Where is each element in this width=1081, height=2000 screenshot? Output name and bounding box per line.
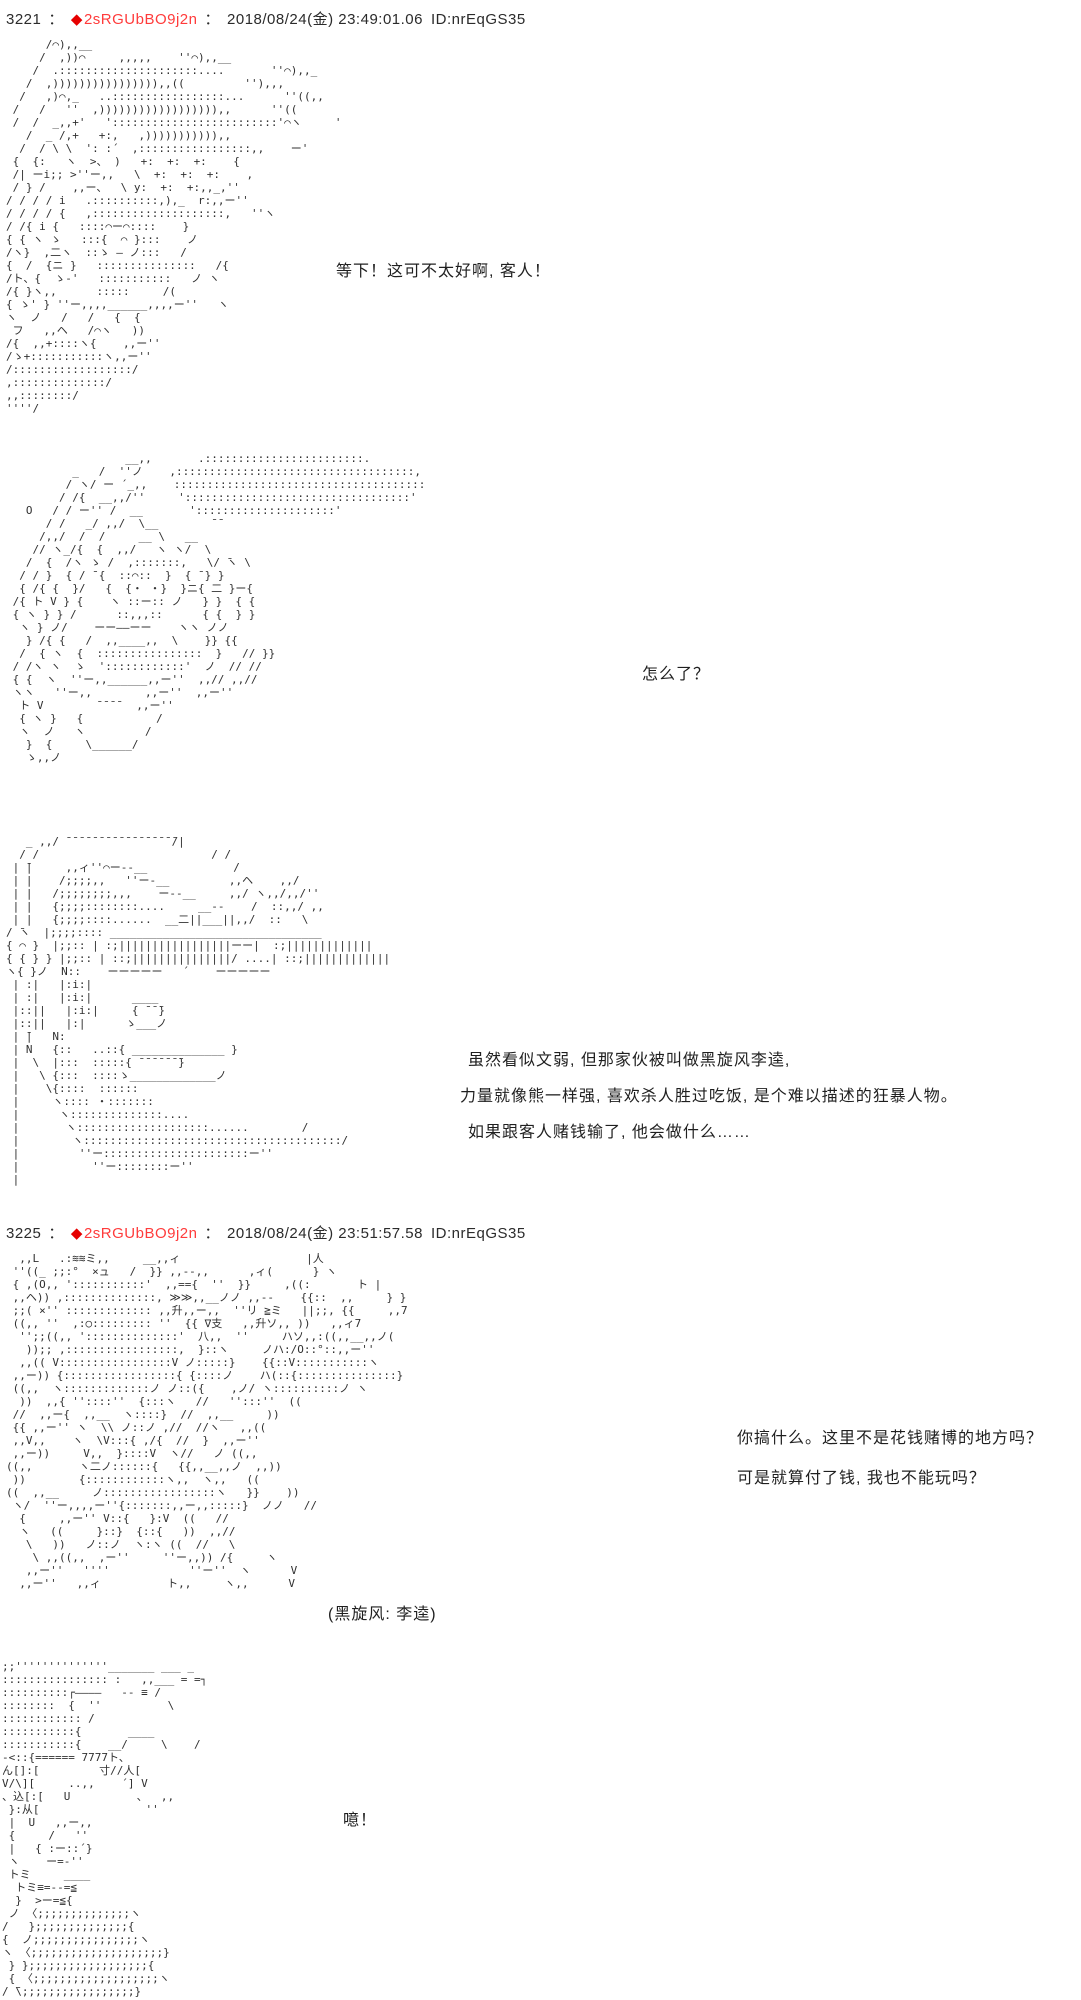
speech-wait-guest: 等下！这可不太好啊, 客人！ [336,263,551,280]
ascii-art-bottom-figure: ;;''''''''''''''_______ ___ _ ::::::::::… [2,1660,208,1998]
narration-line-2: 力量就像熊一样强, 喜欢杀人胜过吃饭, 是个难以描述的狂暴人物。 [460,1088,958,1105]
speech-yi: 噫！ [343,1812,378,1829]
ascii-art-sunglasses-man: _ ,,/ ̄ ̄ ̄ ̄ ̄ ̄ ̄ ̄ ̄ ̄ ̄ ̄ ̄ ̄ ̄ ̄ ̄/… [6,835,391,1186]
header-separator: ： [48,11,64,28]
speech-whats-wrong: 怎么了？ [642,666,711,683]
post-number[interactable]: 3221 [6,11,42,28]
speech-gambling-line-2: 可是就算付了钱, 我也不能玩吗？ [737,1470,986,1487]
diamond-icon: ◆ [70,1225,83,1242]
post-id: ID:nrEqGS35 [431,11,526,28]
post-datetime: 2018/08/24(金) 23:49:01.06 [227,11,423,28]
post-header-3225: 3225 ： ◆2sRGUbBO9j2n ： 2018/08/24(金) 23:51:5… [6,1222,526,1243]
post-header-3221: 3221 ： ◆2sRGUbBO9j2n ： 2018/08/24(金) 23:49:0… [6,8,526,29]
post-tripcode[interactable]: ◆2sRGUbBO9j2n [71,1225,198,1242]
diamond-icon: ◆ [70,11,83,28]
speech-gambling-line-1: 你搞什么。这里不是花钱赌博的地方吗？ [737,1430,1044,1447]
tripcode-text: 2sRGUbBO9j2n [83,11,198,28]
character-caption: (黑旋风: 李逵) [328,1606,437,1623]
narration-line-3: 如果跟客人赌钱输了, 他会做什么…… [468,1124,751,1141]
narration-line-1: 虽然看似文弱, 但那家伙被叫做黑旋风李逵, [468,1052,791,1069]
post-tripcode[interactable]: ◆2sRGUbBO9j2n [71,11,198,28]
post-number[interactable]: 3225 [6,1225,42,1242]
ascii-art-li-kui: ,,L .:≋≋ミ,, __,,ィ |人 ''((_ ;;:° ×ュ / }} … [6,1252,408,1590]
ascii-art-guest-scene: __,, .::::::::::::::::::::::::. _ / ''ノ … [12,452,426,764]
post-datetime: 2018/08/24(金) 23:51:57.58 [227,1225,423,1242]
header-separator: ： [204,11,221,28]
header-separator: ： [48,1225,64,1242]
header-separator: ： [204,1225,221,1242]
tripcode-text: 2sRGUbBO9j2n [83,1225,198,1242]
post-id: ID:nrEqGS35 [431,1225,526,1242]
ascii-art-innkeeper: /⌒),,__ / ,))⌒ ,,,,, ''⌒),,__ / .:::::::… [6,38,342,415]
